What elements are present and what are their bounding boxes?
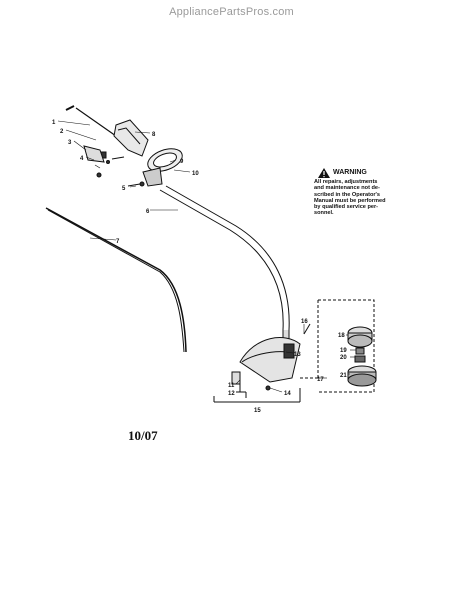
part-label: 8 (152, 132, 156, 138)
part-label: 1 (52, 120, 56, 126)
warning-line: Manual must be performed (314, 197, 386, 204)
warning-line: All repairs, adjustments (314, 179, 378, 185)
leader-lines (57, 120, 356, 393)
part-label: 10 (192, 171, 199, 177)
bump-head-exploded (300, 299, 377, 393)
part-label: 19 (340, 348, 347, 354)
part-label: 5 (122, 186, 126, 192)
part-label: 9 (180, 159, 184, 165)
throttle-assembly (65, 105, 149, 178)
part-label: 6 (146, 209, 150, 215)
part-label: 14 (284, 391, 291, 397)
drive-shaft (159, 185, 290, 341)
part-labels: 1 2 3 4 5 6 7 8 9 10 11 12 13 14 15 16 1… (52, 120, 347, 414)
warning-line: by qualified service per- (314, 204, 379, 211)
shaft-collar (127, 148, 183, 187)
warning-notice: WARNING All repairs, adjustments and mai… (314, 168, 396, 217)
part-label: 4 (80, 156, 84, 162)
part-label: 12 (228, 391, 235, 397)
part-label: 21 (340, 373, 347, 379)
part-label: 18 (338, 333, 345, 339)
part-label: 13 (294, 352, 301, 358)
part-label: 15 (254, 408, 261, 414)
warning-line: sonnel. (314, 210, 334, 217)
part-label: 20 (340, 355, 347, 361)
warning-triangle-icon (318, 168, 330, 178)
warning-line: and maintenance not de- (314, 185, 380, 192)
part-label: 7 (116, 239, 120, 245)
part-label: 17 (317, 377, 324, 383)
date-code: 10/07 (128, 428, 158, 443)
flex-cable (45, 207, 187, 353)
warning-title: WARNING (333, 168, 367, 176)
part-label: 11 (228, 383, 235, 389)
warning-heading: WARNING (318, 168, 396, 178)
warning-line: scribed in the Operator's (314, 191, 380, 198)
part-label: 3 (68, 140, 72, 146)
part-label: 16 (301, 319, 308, 325)
part-label: 2 (60, 129, 64, 135)
site-watermark: AppliancePartsPros.com (169, 6, 294, 18)
